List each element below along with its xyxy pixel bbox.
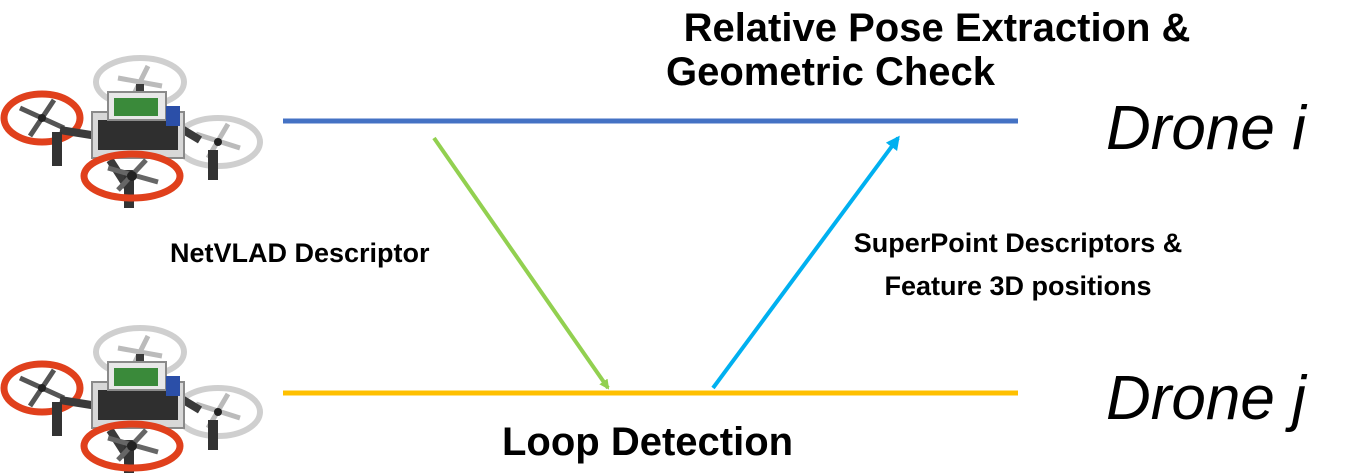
drone-i-illustration	[4, 58, 260, 208]
loop-detection-title: Loop Detection	[502, 420, 794, 464]
drone-j-label: Drone j	[1106, 364, 1306, 433]
pose-extraction-title-line1: Relative Pose Extraction &	[683, 6, 1191, 50]
superpoint-label-line2: Feature 3D positions	[884, 271, 1152, 301]
pose-extraction-title: Relative Pose Extraction & Geometric Che…	[640, 6, 1234, 94]
superpoint-arrow	[711, 135, 900, 390]
superpoint-label: SuperPoint Descriptors & Feature 3D posi…	[818, 228, 1218, 302]
netvlad-descriptor-label: NetVLAD Descriptor	[170, 238, 430, 268]
superpoint-label-line1: SuperPoint Descriptors &	[853, 228, 1183, 258]
drone-i-label: Drone i	[1106, 94, 1306, 163]
netvlad-arrow	[432, 136, 610, 390]
pose-extraction-title-line2: Geometric Check	[666, 50, 996, 94]
drone-j-illustration	[4, 328, 260, 473]
